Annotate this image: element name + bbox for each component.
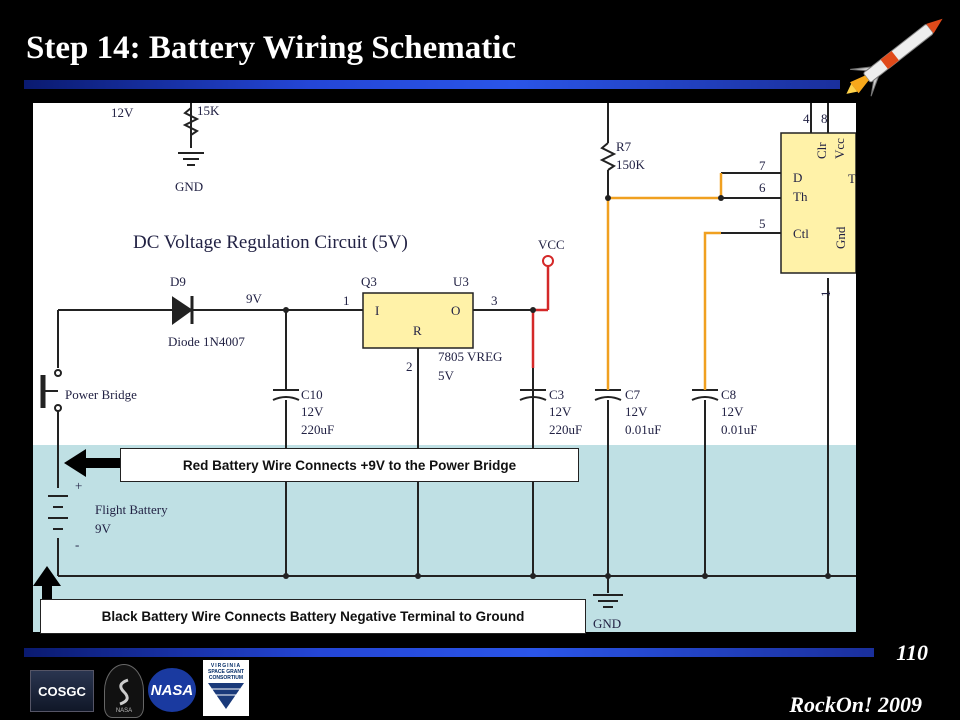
label-pin1: 1	[343, 293, 350, 308]
cosgc-logo: COSGC	[30, 670, 94, 712]
regulator-box	[362, 292, 474, 349]
footer-text: RockOn! 2009	[789, 692, 922, 717]
circuit-title: DC Voltage Regulation Circuit (5V)	[133, 232, 408, 253]
label-c7-value: 0.01uF	[625, 422, 661, 437]
battery-wiring-schematic: 12V 15K GND DC Voltage Regulation Circui…	[33, 103, 856, 632]
label-timer-th: Th	[793, 189, 808, 204]
label-c8-volt: 12V	[721, 404, 744, 419]
label-battery-voltage: 9V	[95, 521, 112, 536]
label-timer-pin8: 8	[821, 111, 828, 126]
label-timer-t: T	[848, 171, 856, 186]
label-top-gnd: GND	[175, 179, 203, 194]
label-c3-value: 220uF	[549, 422, 582, 437]
label-timer-gnd: Gnd	[833, 226, 848, 249]
label-c3-ref: C3	[549, 387, 564, 402]
label-c7-volt: 12V	[625, 404, 648, 419]
label-r7-ref: R7	[616, 139, 632, 154]
label-battery-minus: -	[75, 537, 79, 552]
page-number: 110	[896, 640, 928, 665]
label-pin-i: I	[375, 303, 379, 318]
arrow-left-icon	[64, 449, 122, 477]
label-c7-ref: C7	[625, 387, 641, 402]
label-c10-value: 220uF	[301, 422, 334, 437]
black-wire-callout: Black Battery Wire Connects Battery Nega…	[40, 599, 586, 634]
label-timer-pin5: 5	[759, 216, 766, 231]
label-timer-vcc: Vcc	[832, 138, 847, 159]
space-grant-logo: NASA	[104, 664, 144, 718]
nasa-logo: NASA	[148, 668, 196, 712]
label-pin-o: O	[451, 303, 460, 318]
label-q3: Q3	[361, 274, 377, 289]
label-u3: U3	[453, 274, 469, 289]
swirl-icon	[119, 678, 129, 706]
slide-title: Step 14: Battery Wiring Schematic	[26, 30, 517, 66]
label-switch: Power Bridge	[65, 387, 137, 402]
virginia-space-grant-logo: VIRGINIA SPACE GRANT CONSORTIUM	[203, 660, 249, 716]
rocket-icon	[846, 18, 943, 97]
label-battery-plus: +	[75, 478, 82, 493]
label-gnd-bottom: GND	[593, 616, 621, 631]
virginia-emblem-icon	[208, 683, 244, 709]
label-r7-value: 150K	[616, 157, 646, 172]
title-underline-bar	[24, 80, 840, 89]
label-timer-ctl: Ctl	[793, 226, 809, 241]
label-d9: D9	[170, 274, 186, 289]
label-timer-pin1: 1	[818, 291, 833, 298]
label-c3-volt: 12V	[549, 404, 572, 419]
label-timer-clr: Clr	[814, 142, 829, 159]
label-battery: Flight Battery	[95, 502, 168, 517]
label-top-left-12v: 12V	[111, 105, 134, 120]
label-9v: 9V	[246, 291, 263, 306]
label-reg-part: 7805 VREG	[438, 349, 502, 364]
label-top-15k: 15K	[197, 103, 220, 118]
label-c10-ref: C10	[301, 387, 323, 402]
label-timer-d: D	[793, 170, 802, 185]
label-pin-r: R	[413, 323, 422, 338]
label-c10-volt: 12V	[301, 404, 324, 419]
label-c8-value: 0.01uF	[721, 422, 757, 437]
label-timer-pin6: 6	[759, 180, 766, 195]
label-c8-ref: C8	[721, 387, 736, 402]
red-wire-callout: Red Battery Wire Connects +9V to the Pow…	[120, 448, 579, 482]
label-reg-voltage: 5V	[438, 368, 455, 383]
label-timer-pin4: 4	[803, 111, 810, 126]
label-pin3: 3	[491, 293, 498, 308]
timer-box	[780, 132, 856, 274]
label-timer-pin7: 7	[759, 158, 766, 173]
label-vcc: VCC	[538, 237, 565, 252]
arrow-up-icon	[33, 566, 61, 606]
bottom-bar	[24, 648, 874, 657]
label-diode-part: Diode 1N4007	[168, 334, 245, 349]
label-pin2: 2	[406, 359, 413, 374]
